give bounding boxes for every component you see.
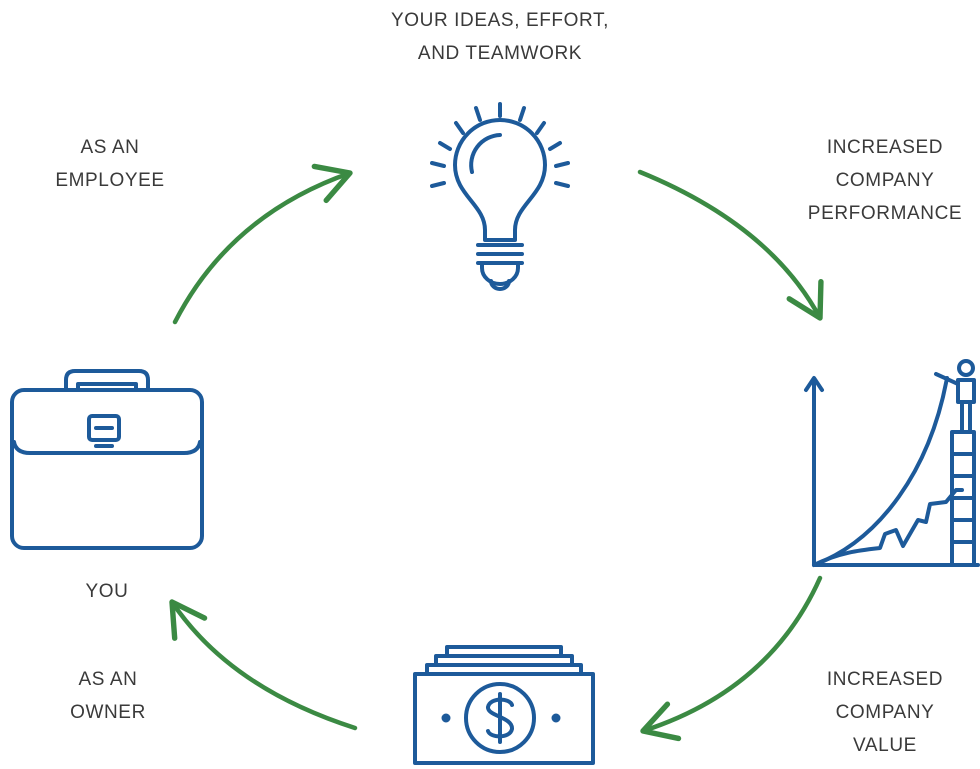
arrow-value-to-you: [169, 599, 358, 731]
label-line: AS AN: [80, 137, 140, 158]
label-line: AS AN: [78, 669, 138, 690]
label-line: YOUR IDEAS, EFFORT,: [391, 10, 609, 31]
briefcase-icon: [10, 369, 204, 550]
lightbulb-icon: [430, 102, 570, 291]
money-icon: [413, 645, 595, 765]
label-ideas-effort-teamwork: YOUR IDEAS, EFFORT, AND TEAMWORK: [380, 4, 620, 70]
arrow-employee-to-ideas: [172, 163, 353, 325]
label-increased-company-value: INCREASED COMPANY VALUE: [800, 663, 970, 762]
arrow-ideas-to-performance: [637, 169, 824, 321]
label-line: COMPANY: [835, 702, 935, 723]
label-line: INCREASED: [826, 137, 944, 158]
label-line: PERFORMANCE: [807, 203, 963, 224]
label-as-an-owner: AS AN OWNER: [48, 663, 168, 729]
label-line: INCREASED: [826, 669, 944, 690]
label-increased-company-performance: INCREASED COMPANY PERFORMANCE: [790, 131, 980, 230]
label-line: OWNER: [70, 702, 146, 723]
label-you: YOU: [57, 575, 157, 608]
label-line: AND TEAMWORK: [417, 43, 583, 64]
arrow-performance-to-value: [640, 575, 823, 742]
label-line: VALUE: [853, 735, 917, 756]
label-line: EMPLOYEE: [55, 170, 165, 191]
label-as-an-employee: AS AN EMPLOYEE: [40, 131, 180, 197]
label-line: COMPANY: [835, 170, 935, 191]
label-line: YOU: [85, 581, 129, 602]
growth-chart-icon: [804, 359, 980, 567]
